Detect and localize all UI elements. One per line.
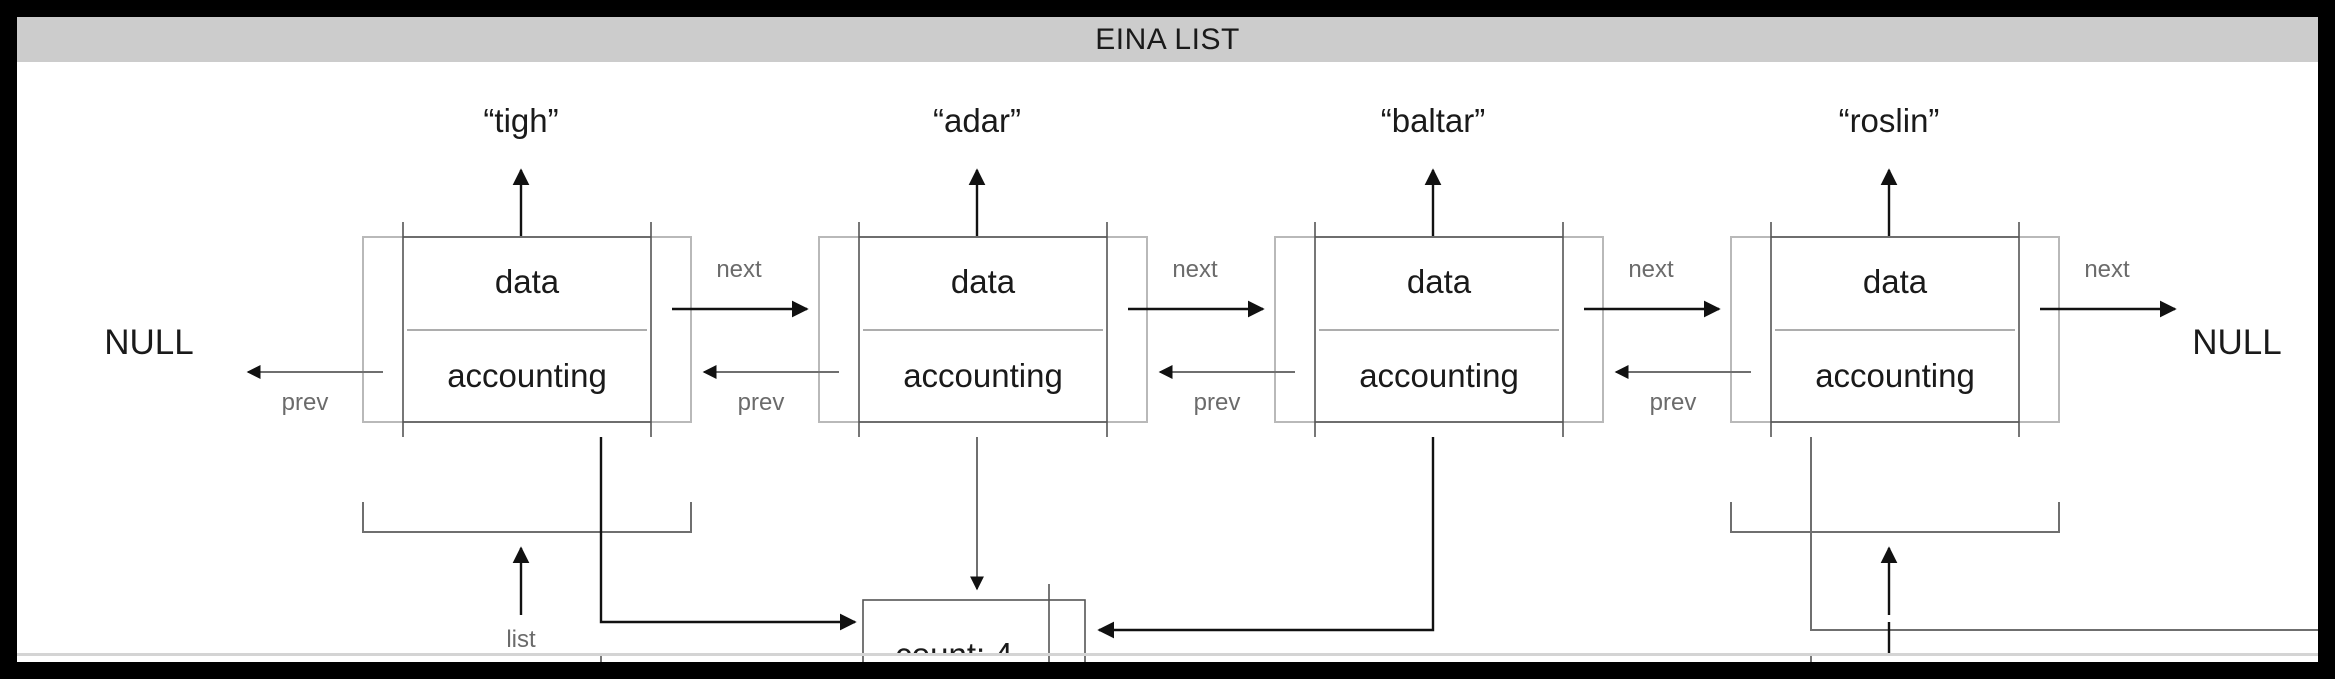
overflow-count-label: count: 4: [895, 660, 1012, 662]
next-label-1: next: [1172, 256, 1218, 283]
next-label-3: next: [2084, 256, 2130, 283]
last-pointer: last: [1730, 437, 2318, 662]
accounting-box: count: 4: [862, 584, 1086, 662]
overflow-row: list count: 4: [17, 656, 2318, 662]
node-value-3: “roslin”: [1839, 102, 1940, 139]
next-pointers: next next next next: [672, 256, 2177, 318]
node-data-3: data: [1863, 263, 1928, 300]
node-roslin: “roslin” data accounting: [1730, 102, 2060, 437]
page-title: EINA LIST: [1095, 22, 1240, 56]
next-label-0: next: [716, 256, 762, 283]
prev-label-3: prev: [1650, 389, 1697, 416]
node-accounting-1: accounting: [903, 357, 1063, 394]
linked-list-svg: “tigh” data accounting “adar”: [104, 102, 2318, 662]
node-accounting-2: accounting: [1359, 357, 1519, 394]
node-accounting-3: accounting: [1815, 357, 1975, 394]
node-adar: “adar” data accounting: [818, 102, 1148, 437]
row-divider: [17, 653, 2318, 656]
baltar-accounting-link: [1097, 437, 1435, 639]
null-left-label: NULL: [104, 323, 193, 362]
list-label: list: [506, 626, 536, 653]
null-right-label: NULL: [2192, 323, 2281, 362]
node-tigh: “tigh” data accounting: [362, 102, 692, 437]
prev-label-1: prev: [738, 389, 785, 416]
prev-pointers: prev prev prev prev: [246, 365, 1751, 416]
prev-label-0: prev: [282, 389, 329, 416]
diagram-frame: EINA LIST “tigh”: [17, 17, 2318, 662]
node-data-2: data: [1407, 263, 1472, 300]
node-value-0: “tigh”: [483, 102, 558, 139]
node-data-1: data: [951, 263, 1016, 300]
node-value-1: “adar”: [933, 102, 1021, 139]
list-pointer: list: [362, 437, 857, 653]
prev-label-2: prev: [1194, 389, 1241, 416]
next-label-2: next: [1628, 256, 1674, 283]
diagram-canvas: “tigh” data accounting “adar”: [17, 62, 2318, 662]
title-bar: EINA LIST: [17, 17, 2318, 62]
node-baltar: “baltar” data accounting: [1274, 102, 1604, 437]
node-value-2: “baltar”: [1381, 102, 1486, 139]
node-accounting-0: accounting: [447, 357, 607, 394]
node-data-0: data: [495, 263, 560, 300]
